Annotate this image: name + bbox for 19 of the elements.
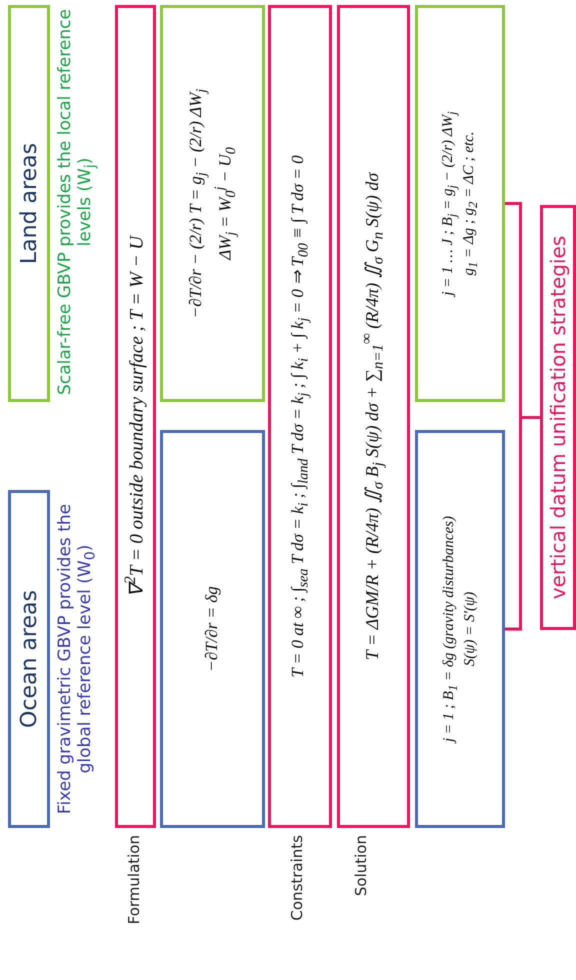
formula-box [415,5,505,402]
formula-text: −∂T/∂r = δg [201,586,222,672]
heading-text: vertical datum unification strategies [546,236,570,600]
row-label: Constraints [288,835,306,923]
row-label: Solution [352,835,370,898]
connector-line [505,202,540,419]
column-header [8,490,50,828]
column-header [8,5,50,402]
formula-box [160,5,265,402]
formula-box [160,430,265,828]
formula-row [268,5,332,828]
heading-text: Ocean areas [16,590,42,728]
formula-row [337,5,410,828]
formula-row [115,5,156,828]
heading-text: Land areas [16,142,42,264]
formula-box [415,430,505,828]
formula-text: S(ψ) = S′(ψ) [460,592,479,666]
strategy-box [540,205,576,630]
row-label: Formulation [125,835,143,926]
